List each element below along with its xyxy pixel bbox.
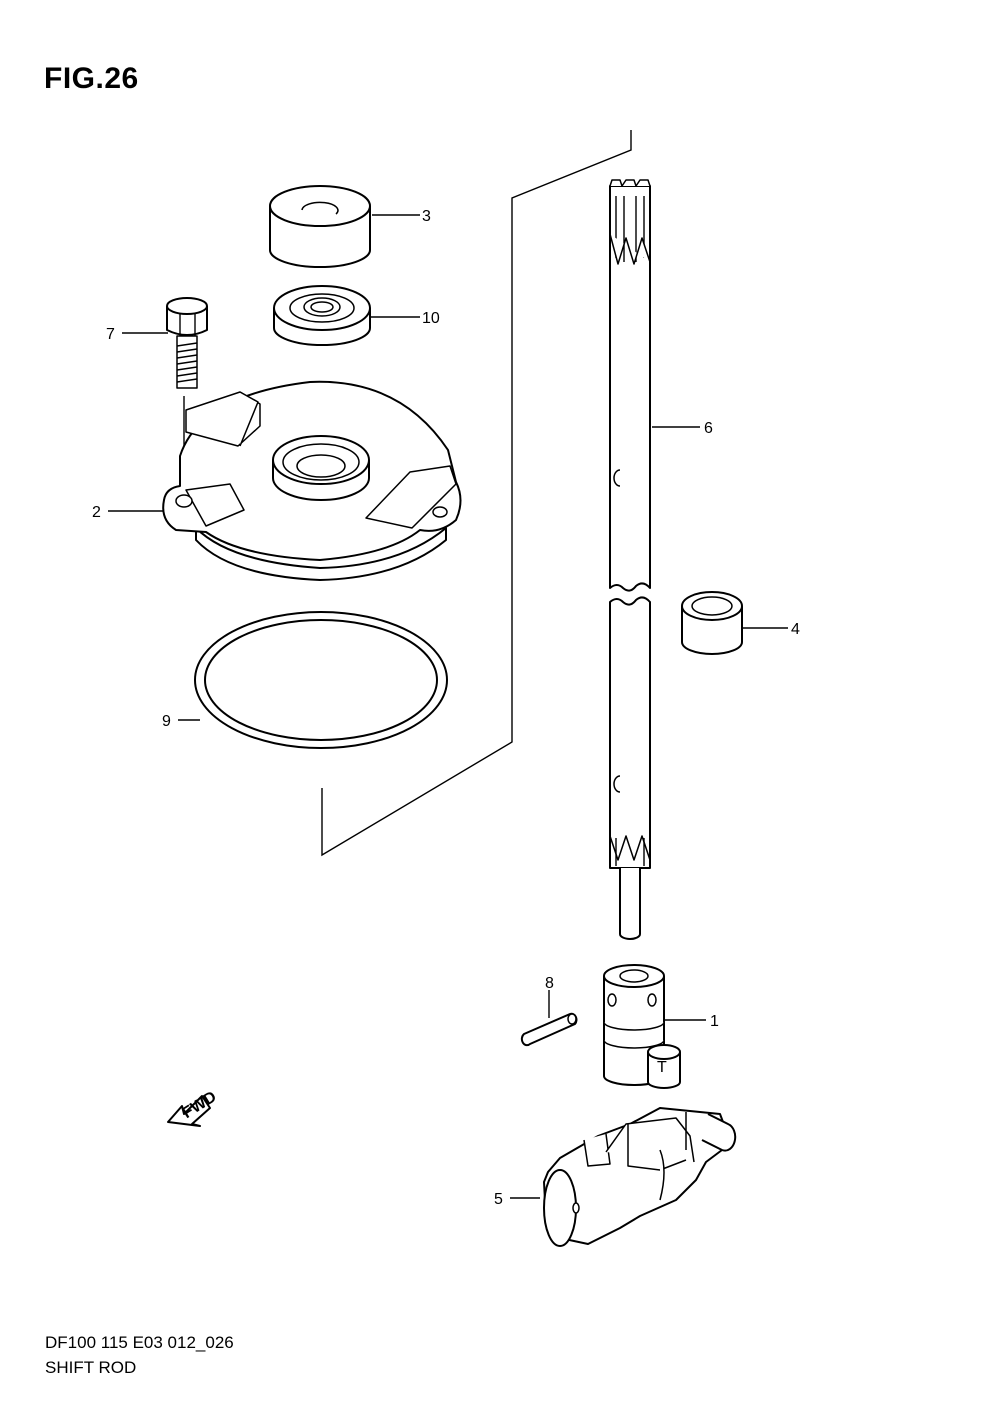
callout-2: 2 <box>92 504 101 521</box>
callout-4: 4 <box>791 621 800 638</box>
callout-9: 9 <box>162 713 171 730</box>
part-10-oil-seal[interactable] <box>273 285 371 346</box>
diagram-code: DF100 115 E03 012_026 <box>45 1333 234 1352</box>
pin-t-mark: T <box>657 1059 667 1076</box>
fwd-direction-arrow: FWD <box>167 1088 220 1127</box>
diagram-name: SHIFT ROD <box>45 1358 137 1377</box>
part-7-bolt[interactable] <box>166 297 208 494</box>
bolt-thread-lines <box>176 342 198 383</box>
callout-7: 7 <box>106 326 115 343</box>
figure-title: FIG.26 <box>44 62 139 95</box>
part-5-shift-cam[interactable] <box>543 1107 737 1247</box>
callout-6: 6 <box>704 420 713 437</box>
part-9-o-ring[interactable] <box>194 611 448 749</box>
callout-5: 5 <box>494 1191 503 1208</box>
part-4-collar[interactable] <box>681 591 743 655</box>
leader-lines <box>108 214 788 1199</box>
part-1-rod-joint[interactable]: T <box>603 964 681 1089</box>
callout-8: 8 <box>545 975 554 992</box>
group-bracket-line <box>321 130 632 857</box>
part-6-shift-rod-lower[interactable] <box>609 596 651 940</box>
callout-1: 1 <box>710 1013 719 1030</box>
callout-10: 10 <box>422 310 440 327</box>
part-3-cap[interactable] <box>269 185 371 268</box>
callout-3: 3 <box>422 208 431 225</box>
part-8-pin[interactable] <box>520 1012 578 1047</box>
part-6-shift-rod-upper[interactable] <box>609 179 651 592</box>
part-2-housing[interactable] <box>162 380 462 581</box>
